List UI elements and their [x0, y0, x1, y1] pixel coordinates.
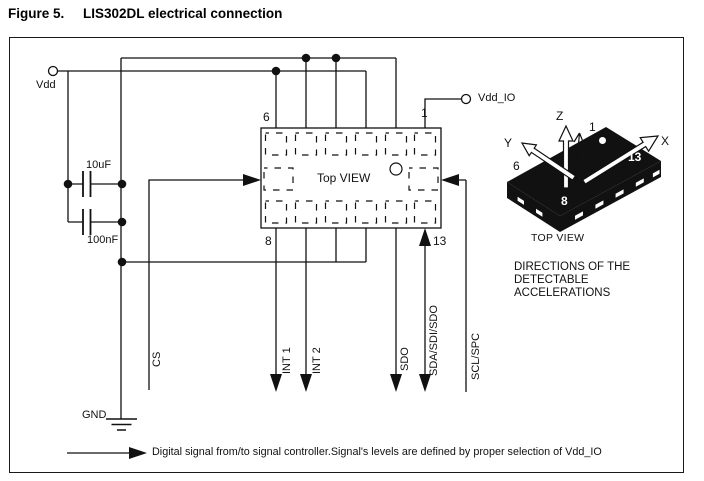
chip-pin-6: 6: [263, 110, 270, 124]
vdd-io-terminal: [460, 93, 472, 105]
legend-arrowhead: [129, 447, 147, 459]
y-axis-arrow: [520, 142, 577, 181]
chip-body: [260, 127, 442, 229]
int2-signal-label: INT 2: [311, 347, 323, 374]
figure-number: Figure 5.: [8, 6, 65, 21]
y-axis-label: Y: [504, 136, 513, 150]
package-left-face: [507, 182, 560, 232]
cap-100nF-plates: [82, 209, 92, 235]
wires: [57, 57, 467, 454]
scl-arrowhead: [441, 174, 459, 186]
cap-10uF-label: 10uF: [86, 159, 112, 171]
directions-line-3: ACCELERATIONS: [514, 287, 611, 299]
cap-100nF-label: 100nF: [87, 234, 119, 246]
directions-text: DIRECTIONS OF THE DETECTABLE ACCELERATIO…: [514, 261, 630, 300]
chip-pin-1: 1: [421, 106, 428, 120]
vdd-label: Vdd: [36, 79, 56, 91]
sda-down-arrowhead: [419, 374, 431, 392]
vdd-rail: [57, 70, 367, 128]
sdo-signal-label: SDO: [399, 347, 411, 371]
chip-pin1-indicator: [389, 162, 403, 176]
package-pin-6-label: 6: [513, 159, 520, 173]
cap-branch-left: [67, 71, 122, 223]
package-pin-1-label: 1: [589, 120, 596, 134]
figure-title: LIS302DL electrical connection: [83, 6, 283, 21]
junction-dots: [63, 53, 341, 267]
gnd-top-rail: [121, 57, 397, 128]
sda-signal-label: SDA/SDI/SDO: [428, 305, 440, 376]
gnd-label: GND: [82, 409, 107, 421]
cs-signal-label: CS: [151, 351, 163, 367]
int1-arrowhead: [270, 374, 282, 392]
ground-symbol: [106, 418, 137, 431]
chip-top-view-label: Top VIEW: [317, 171, 371, 185]
figure-title-row: Figure 5. LIS302DL electrical connection: [8, 6, 282, 21]
package-pin-8-label: 8: [561, 194, 568, 208]
package-pin-13-label: 13: [628, 150, 642, 164]
z-axis-arrow: [558, 124, 574, 189]
scl-wire: [458, 179, 467, 392]
x-axis-arrow: [581, 135, 660, 185]
directions-line-1: DIRECTIONS OF THE: [514, 261, 631, 273]
package-right-face: [560, 161, 661, 232]
package-top-view-caption: TOP VIEW: [531, 232, 585, 244]
scl-signal-label: SCL/SPC: [470, 332, 482, 380]
axes-arrows: [520, 124, 660, 189]
package-3d: [507, 124, 661, 232]
directions-line-2: DETECTABLE: [514, 274, 589, 286]
package-top-face: [507, 127, 661, 216]
vdd-terminal: [47, 65, 59, 77]
x-axis-label: X: [661, 134, 670, 148]
chip-pads: [263, 132, 439, 224]
chip-pin-13: 13: [433, 234, 447, 248]
cap-10uF-plates: [82, 171, 92, 197]
figure-frame: [9, 37, 684, 473]
gnd-bottom-wire: [121, 228, 367, 263]
int2-arrowhead: [300, 374, 312, 392]
cs-wire: [148, 179, 244, 390]
sdo-arrowhead: [390, 374, 402, 392]
sda-up-arrowhead: [419, 228, 431, 246]
cs-arrowhead: [243, 174, 261, 186]
int1-signal-label: INT 1: [281, 347, 293, 374]
chip-pin-8: 8: [265, 234, 272, 248]
signal-arrows: [129, 174, 459, 459]
capacitors: [82, 171, 92, 235]
z-axis-label: Z: [556, 109, 564, 123]
package-pin1-dot: [599, 137, 606, 144]
legend-text: Digital signal from/to signal controller…: [152, 446, 602, 458]
vdd-io-label: Vdd_IO: [478, 92, 516, 104]
vdd-io-wire: [424, 98, 461, 128]
package-side-pads: [517, 169, 660, 220]
